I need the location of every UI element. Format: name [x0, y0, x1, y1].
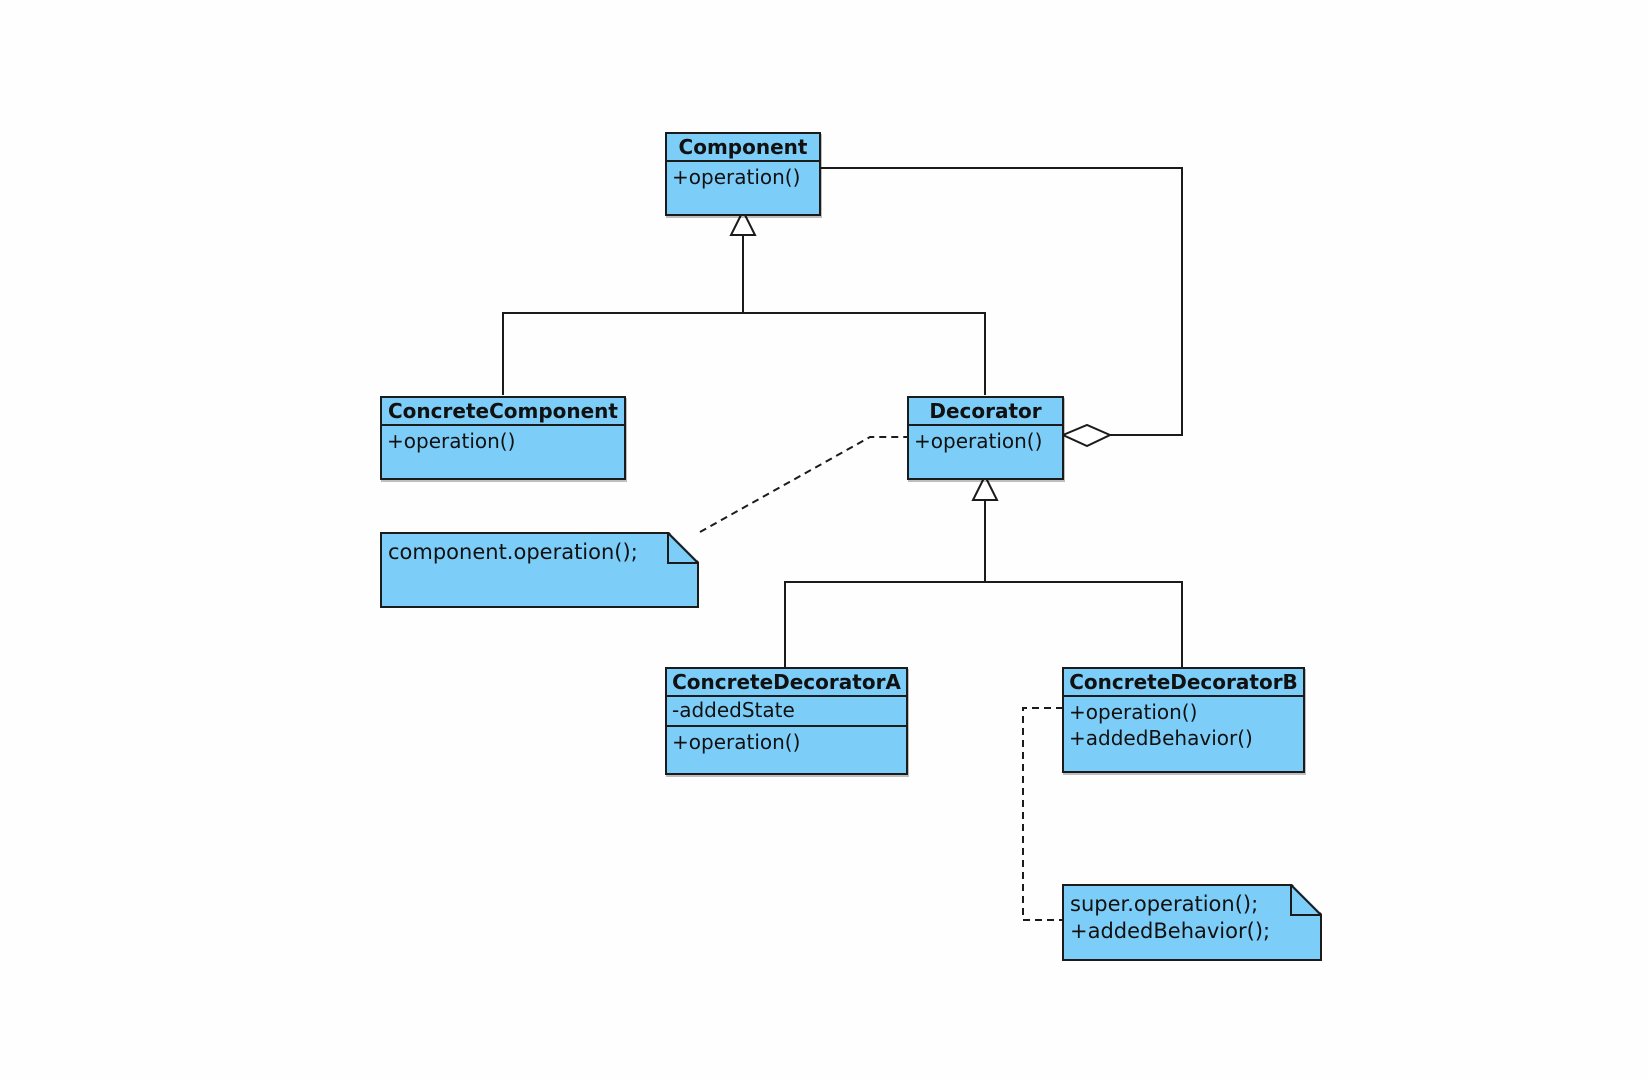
note-decorator[interactable]: component.operation();	[380, 532, 699, 608]
operation: +operation()	[914, 429, 1043, 453]
class-name: ConcreteDecoratorA	[667, 669, 906, 697]
generalization-arrowhead-decorator	[971, 473, 999, 501]
class-component[interactable]: Component +operation()	[665, 132, 821, 216]
operation: +operation()	[672, 730, 801, 754]
operations-compartment: +operation()	[909, 426, 1062, 478]
class-decorator[interactable]: Decorator +operation()	[907, 396, 1064, 480]
note-text: component.operation();	[388, 540, 638, 564]
attribute: -addedState	[672, 698, 795, 722]
operations-compartment: +operation()	[667, 162, 819, 214]
attributes-compartment: -addedState	[667, 697, 906, 727]
generalization-arrowhead-component	[729, 208, 757, 236]
operation: +operation()	[672, 165, 801, 189]
note-anchor-decorator	[699, 436, 908, 533]
operation: +operation()	[387, 429, 516, 453]
class-name: ConcreteComponent	[382, 398, 624, 426]
class-name: Component	[667, 134, 819, 162]
note-fold-icon	[1290, 884, 1322, 916]
class-concrete-component[interactable]: ConcreteComponent +operation()	[380, 396, 626, 480]
class-name: ConcreteDecoratorB	[1064, 669, 1303, 697]
class-concrete-decorator-b[interactable]: ConcreteDecoratorB +operation() +addedBe…	[1062, 667, 1305, 773]
operation: +addedBehavior()	[1069, 726, 1253, 750]
class-concrete-decorator-a[interactable]: ConcreteDecoratorA -addedState +operatio…	[665, 667, 908, 775]
operation: +operation()	[1069, 700, 1198, 724]
aggregation-line-to-component	[820, 167, 1183, 436]
note-decorator-b[interactable]: super.operation(); +addedBehavior();	[1062, 884, 1322, 961]
class-name: Decorator	[909, 398, 1062, 426]
operations-compartment: +operation()	[667, 727, 906, 773]
operations-compartment: +operation() +addedBehavior()	[1064, 697, 1303, 771]
note-fold-icon	[667, 532, 699, 564]
operations-compartment: +operation()	[382, 426, 624, 478]
aggregation-diamond	[1060, 423, 1113, 448]
note-anchor-decorator-b	[1022, 707, 1063, 921]
generalization-line-to-component	[502, 312, 986, 395]
generalization-line-to-decorator	[784, 581, 1183, 668]
note-text: super.operation();	[1070, 892, 1259, 916]
note-text: +addedBehavior();	[1070, 919, 1271, 943]
